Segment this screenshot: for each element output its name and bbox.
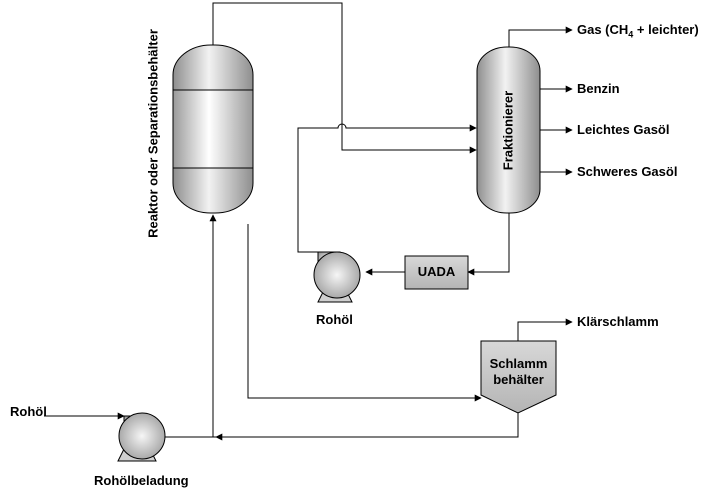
fractionator-label: Fraktionierer — [500, 90, 516, 171]
sludge-tank-label: Schlamm behälter — [481, 356, 556, 388]
schweres-gasoel-label: Schweres Gasöl — [577, 164, 678, 179]
flow-lines — [44, 2, 573, 441]
pump-feed-icon — [117, 412, 166, 462]
reactor-label: Reaktor oder Separationsbehälter — [145, 29, 161, 238]
fractionator-vessel — [476, 46, 541, 214]
sludge-feed-line — [247, 224, 482, 402]
gas-out-line — [508, 26, 573, 48]
reactor-overhead-line — [212, 2, 477, 154]
pump-rohoel-icon — [313, 251, 361, 303]
benzin-label: Benzin — [577, 81, 620, 96]
pump-recycle-line — [297, 123, 477, 253]
feed-rohoel-label: Rohöl — [10, 404, 47, 419]
gas-output-label: Gas (CH4 + leichter) — [577, 22, 699, 40]
sludge-tank-label-line2: behälter — [493, 372, 544, 387]
sludge-tank — [480, 340, 557, 414]
reactor-internal-band — [172, 89, 254, 169]
sludge-out-line — [517, 318, 573, 341]
sludge-tank-label-line1: Schlamm — [489, 356, 548, 371]
gas-label-suffix: + leichter) — [633, 22, 699, 37]
reactor-vessel — [172, 44, 254, 214]
sludge-recycle-line — [160, 413, 519, 438]
pump-rohoel-label: Rohöl — [316, 312, 353, 327]
fractionator-bottoms-line — [467, 212, 510, 276]
uada-box — [404, 255, 469, 290]
uada-label: UADA — [417, 264, 456, 279]
klaerschlamm-label: Klärschlamm — [577, 314, 659, 329]
pump-feed-label: Rohölbeladung — [94, 473, 189, 488]
leichtes-gasoel-label: Leichtes Gasöl — [577, 122, 670, 137]
gas-label-prefix: Gas (CH — [577, 22, 629, 37]
gas-label-subscript: 4 — [628, 29, 634, 40]
